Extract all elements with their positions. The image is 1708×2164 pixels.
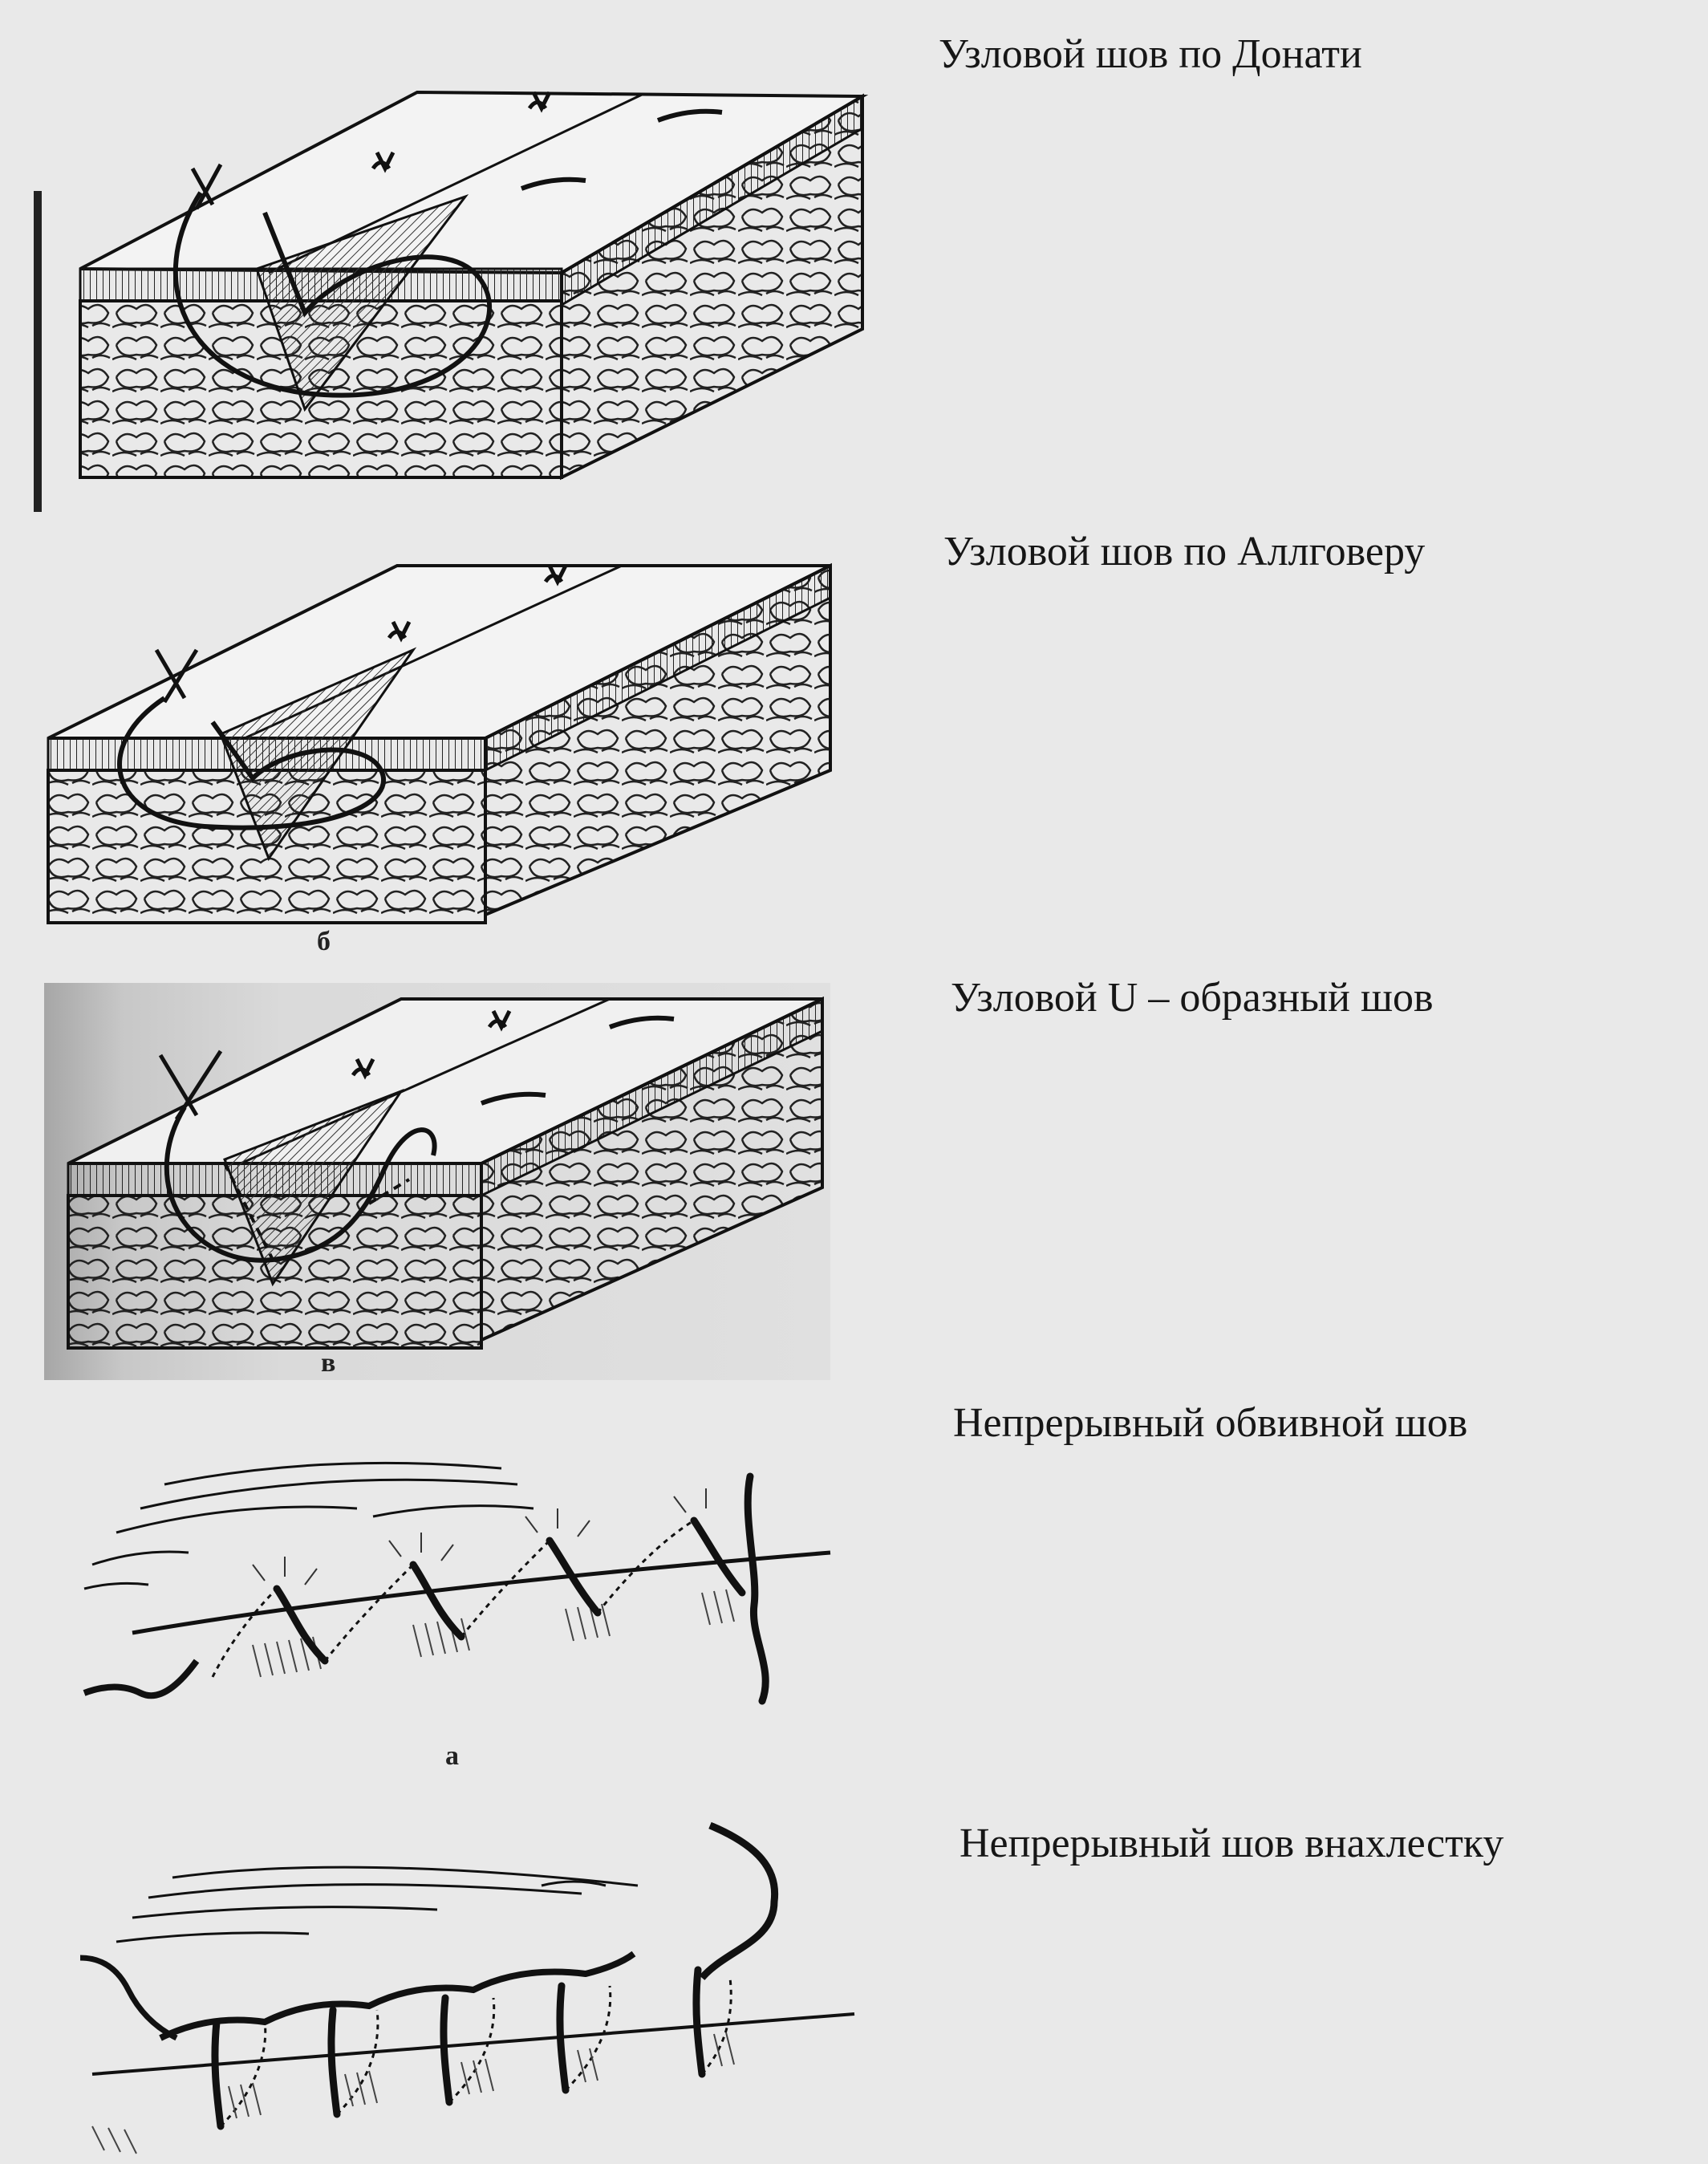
figure-letter-v: в bbox=[321, 1348, 336, 1378]
caption-continuous-overcast: Непрерывный обвивной шов bbox=[953, 1400, 1468, 1446]
figure-letter-b: б bbox=[317, 927, 331, 956]
figure-letter-a: а bbox=[445, 1741, 459, 1771]
caption-continuous-lock: Непрерывный шов внахлестку bbox=[959, 1821, 1504, 1866]
caption-allgower: Узловой шов по Аллговеру bbox=[943, 529, 1426, 574]
figure-continuous-lock-suture bbox=[60, 1821, 862, 2158]
figure-continuous-overcast-suture: а bbox=[68, 1428, 838, 1771]
scan-edge-artifact bbox=[34, 191, 42, 512]
figure-u-shaped-suture: в bbox=[64, 995, 834, 1378]
caption-donati: Узловой шов по Донати bbox=[939, 31, 1362, 77]
figure-allgower-suture: б bbox=[44, 562, 846, 956]
figure-donati-suture: . bbox=[64, 72, 882, 505]
caption-u-shaped: Узловой U – образный шов bbox=[951, 975, 1434, 1021]
